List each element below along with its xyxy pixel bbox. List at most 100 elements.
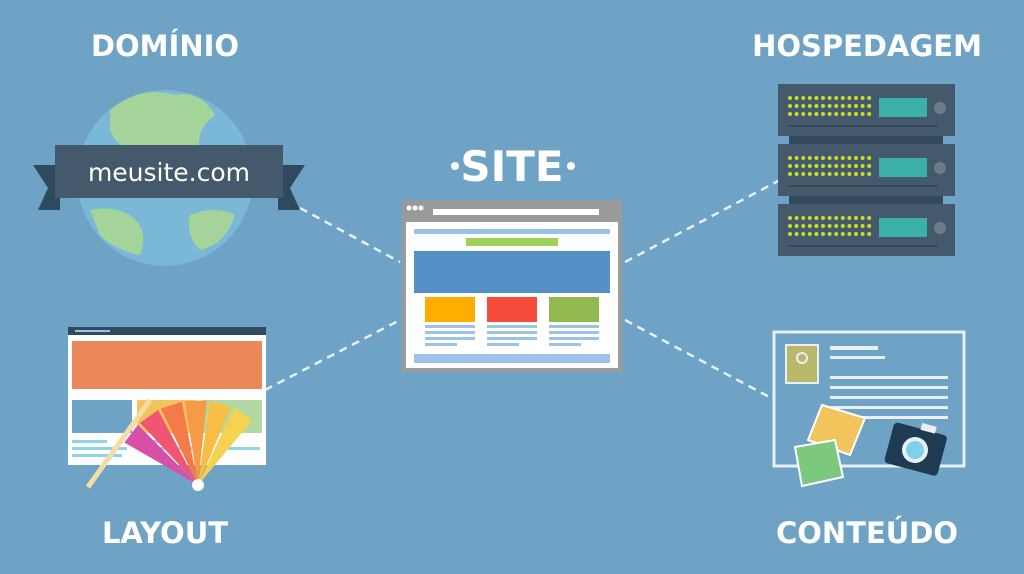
paintbrush-icon	[85, 398, 153, 489]
led-icon	[854, 172, 858, 176]
led-icon	[867, 104, 872, 108]
led-icon	[840, 172, 845, 176]
browser-window-icon	[402, 200, 622, 372]
led-icon	[801, 172, 806, 176]
led-icon	[801, 216, 806, 220]
photo-icon	[793, 438, 845, 488]
led-icon	[801, 96, 806, 100]
led-icon	[821, 104, 825, 108]
led-icon	[860, 96, 865, 100]
led-icon	[788, 164, 792, 168]
led-icon	[788, 156, 792, 160]
led-icon	[814, 104, 819, 108]
led-icon	[840, 104, 845, 108]
led-icon	[827, 164, 832, 168]
led-icon	[834, 232, 839, 236]
led-icon	[854, 164, 858, 168]
led-icon	[854, 216, 858, 220]
led-icon	[821, 232, 825, 236]
led-icon	[794, 164, 799, 168]
dashed-connectors	[264, 178, 781, 402]
led-icon	[807, 216, 812, 220]
color-swatch	[140, 409, 198, 485]
server-rack-icon	[778, 84, 955, 256]
led-icon	[814, 96, 819, 100]
led-icon	[840, 164, 845, 168]
led-icon	[860, 172, 865, 176]
led-icon	[827, 112, 832, 116]
label-domain: DOMÍNIO	[91, 29, 239, 63]
led-icon	[788, 224, 792, 228]
led-icon	[854, 96, 858, 100]
connector-content	[624, 318, 776, 402]
led-icon	[827, 232, 832, 236]
led-icon	[867, 156, 872, 160]
led-icon	[788, 216, 792, 220]
led-icon	[827, 172, 832, 176]
led-icon	[807, 104, 812, 108]
led-icon	[814, 164, 819, 168]
domain-banner: meusite.com	[33, 145, 305, 210]
led-icon	[814, 172, 819, 176]
led-icon	[867, 216, 872, 220]
led-icon	[834, 156, 839, 160]
label-content: CONTEÚDO	[776, 516, 958, 550]
color-swatch	[160, 401, 198, 485]
led-icon	[834, 96, 839, 100]
led-icon	[847, 232, 852, 236]
content-document-icon	[772, 330, 966, 488]
led-icon	[821, 96, 825, 100]
led-icon	[834, 216, 839, 220]
color-swatch	[198, 400, 232, 485]
label-layout: LAYOUT	[102, 516, 228, 550]
led-icon	[860, 224, 865, 228]
camera-icon	[884, 422, 947, 476]
led-icon	[807, 224, 812, 228]
led-icon	[854, 224, 858, 228]
led-icon	[840, 96, 845, 100]
led-icon	[827, 96, 832, 100]
led-icon	[840, 156, 845, 160]
led-icon	[821, 112, 825, 116]
server-screen	[879, 98, 927, 117]
dot-icon	[451, 162, 459, 170]
led-icon	[860, 232, 865, 236]
led-icon	[840, 224, 845, 228]
led-icon	[827, 216, 832, 220]
led-icon	[821, 164, 825, 168]
server-unit	[778, 84, 955, 146]
connector-domain	[299, 206, 401, 264]
connector-hosting	[624, 178, 781, 264]
power-button-icon	[934, 222, 946, 234]
led-icon	[788, 232, 792, 236]
power-button-icon	[934, 162, 946, 174]
led-icon	[807, 172, 812, 176]
led-icon	[827, 104, 832, 108]
led-icon	[860, 112, 865, 116]
led-icon	[821, 224, 825, 228]
led-icon	[847, 156, 852, 160]
led-icon	[821, 216, 825, 220]
led-icon	[821, 172, 825, 176]
color-swatch	[184, 400, 207, 485]
led-icon	[854, 156, 858, 160]
led-icon	[867, 96, 872, 100]
led-icon	[834, 172, 839, 176]
led-icon	[854, 104, 858, 108]
led-icon	[788, 96, 792, 100]
led-icon	[801, 156, 806, 160]
led-icon	[867, 164, 872, 168]
label-site: SITE	[460, 142, 563, 191]
led-icon	[867, 232, 872, 236]
server-unit	[778, 204, 955, 256]
led-icon	[847, 96, 852, 100]
led-icon	[860, 164, 865, 168]
color-fan-icon	[124, 400, 253, 491]
led-icon	[854, 232, 858, 236]
led-icon	[847, 224, 852, 228]
led-icon	[847, 164, 852, 168]
led-icon	[834, 112, 839, 116]
server-screen	[879, 218, 927, 237]
color-swatch	[124, 424, 198, 485]
led-icon	[847, 216, 852, 220]
